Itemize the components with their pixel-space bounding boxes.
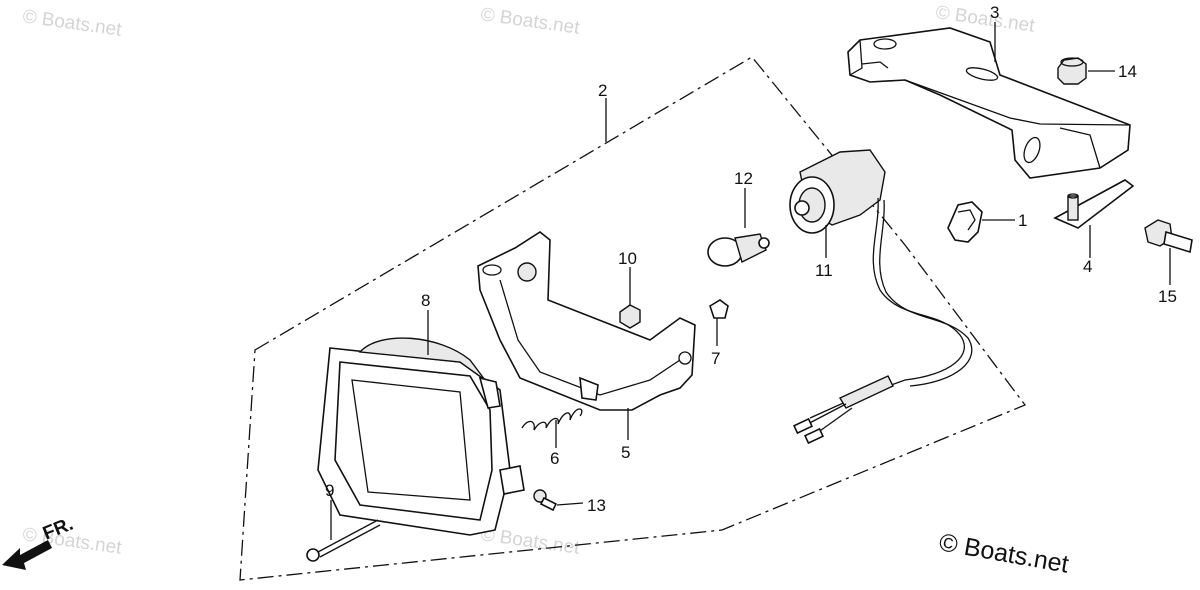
- callout-1: 1: [1018, 211, 1027, 230]
- callout-6: 6: [550, 449, 559, 468]
- part-15-bolt: [1144, 219, 1193, 254]
- callout-3: 3: [990, 3, 999, 22]
- callout-8: 8: [421, 291, 430, 310]
- callout-12: 12: [734, 169, 753, 188]
- credit-text: © Boats.net: [937, 528, 1071, 578]
- part-6-spring: [521, 408, 583, 431]
- part-14-nut: [1057, 57, 1087, 85]
- callout-2: 2: [598, 81, 607, 100]
- callout-7: 7: [711, 349, 720, 368]
- callout-11: 11: [815, 261, 833, 280]
- part-8-headlight: [317, 337, 525, 536]
- part-13-screw: [533, 489, 558, 512]
- callout-10: 10: [618, 249, 637, 268]
- callout-9: 9: [325, 481, 334, 500]
- part-4-stay: [1053, 179, 1135, 229]
- part-12-bulb: [707, 233, 770, 267]
- assembly-boundary: [239, 56, 1027, 581]
- part-7-washer: [709, 299, 729, 319]
- watermark-top-left: © Boats.net: [21, 6, 123, 41]
- part-5-bracket: [477, 231, 696, 411]
- front-arrow-icon: [2, 540, 52, 570]
- part-9-screw: [306, 519, 381, 562]
- callout-5: 5: [621, 443, 630, 462]
- watermark-top-center: © Boats.net: [479, 4, 581, 39]
- callout-14: 14: [1118, 62, 1137, 81]
- callout-4: 4: [1083, 257, 1092, 276]
- part-11-socket: [789, 149, 973, 445]
- part-10-nut: [619, 304, 641, 329]
- leader-lines: [330, 22, 1171, 540]
- part-1-clamp: [947, 201, 983, 243]
- callout-13: 13: [587, 496, 606, 515]
- callout-labels: 1 2 3 4 5 6 7 8 9 10 11 12 13 14 15: [325, 3, 1177, 515]
- part-3-bracket: [847, 27, 1131, 179]
- callout-15: 15: [1158, 287, 1177, 306]
